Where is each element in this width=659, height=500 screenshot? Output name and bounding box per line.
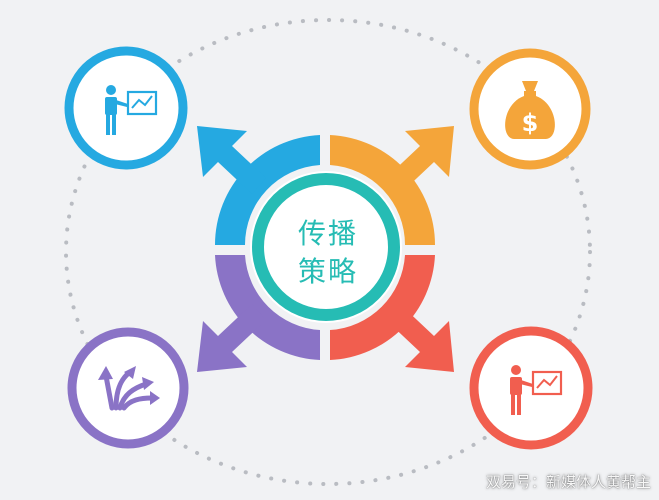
money-bag-icon: $ <box>505 81 555 139</box>
quadrant-top-right <box>330 126 454 245</box>
quadrant-top-left <box>197 126 320 245</box>
watermark: 双易号：新媒体人黄帮主 <box>485 473 651 491</box>
quadrant-bottom-right <box>330 255 454 372</box>
svg-text:$: $ <box>522 109 539 137</box>
diverging-arrows-icon <box>98 366 160 411</box>
center-ring <box>252 173 400 321</box>
dotted-orbit <box>64 18 592 486</box>
node-bottom-left <box>67 327 189 449</box>
quadrant-bottom-left <box>197 255 320 372</box>
center-title-line2: 策略 <box>297 255 358 288</box>
node-top-right: $ <box>469 48 591 170</box>
quadrant-ring <box>197 126 454 372</box>
node-bottom-right <box>469 326 593 450</box>
presenter-chart-icon <box>510 365 563 415</box>
presenter-chart-icon <box>105 85 158 135</box>
node-top-left <box>64 46 188 170</box>
center-title-line1: 传播 <box>297 217 358 250</box>
